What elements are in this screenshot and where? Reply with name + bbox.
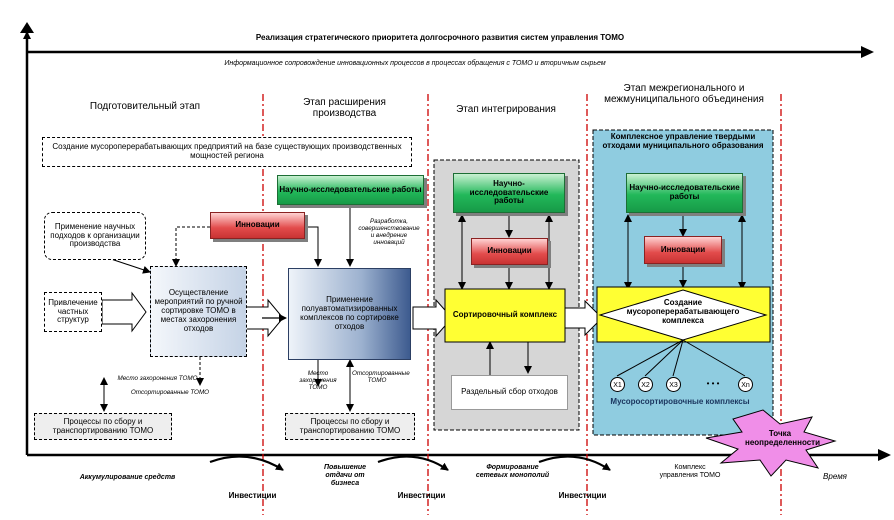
stage-title-prep: Подготовительный этап bbox=[89, 101, 201, 112]
innovations-box-integration: Инновации bbox=[471, 238, 548, 265]
node-x3: X3 bbox=[666, 377, 681, 392]
complex-title: Комплексное управление твердыми отходами… bbox=[602, 132, 764, 150]
manual-sorting-box: Осуществление мероприятий по ручной сорт… bbox=[150, 266, 247, 357]
place-label-left: Место захоронения ТОМО bbox=[117, 375, 198, 382]
stage-title-inter: Этап межрегионального и межмуниципальног… bbox=[604, 83, 764, 106]
collection-box-left: Процессы по сбору и транспортированию ТО… bbox=[34, 413, 172, 440]
sorting-complex-box bbox=[444, 288, 566, 343]
header-subtitle: Информационное сопровождение инновационн… bbox=[224, 60, 606, 67]
investment-label-1: Инвестиции bbox=[228, 491, 277, 500]
research-box-right: Научно-исследовательские работы bbox=[626, 173, 743, 213]
node-x1: X1 bbox=[610, 377, 625, 392]
header-title: Реализация стратегического приоритета до… bbox=[255, 33, 625, 42]
efficiency-label: Повышение отдачи от бизнеса bbox=[323, 464, 367, 487]
private-structures-box: Привлечение частных структур bbox=[44, 292, 102, 332]
stage-title-integration: Этап интегрирования bbox=[456, 104, 556, 115]
time-label: Время bbox=[823, 472, 847, 481]
uncertainty-point-label: Точка неопределенности bbox=[745, 429, 821, 447]
node-xn: Xn bbox=[738, 377, 753, 392]
development-note: Разработка, совершенствование и внедрени… bbox=[358, 218, 420, 247]
research-box-middle: Научно-исследовательские работы bbox=[277, 175, 424, 205]
creation-label: Создание мусороперерабатывающего комплек… bbox=[626, 298, 740, 325]
complex-label: Комплекс управления ТОМО bbox=[659, 464, 721, 479]
top-box: Создание мусороперерабатывающих предприя… bbox=[42, 137, 412, 167]
sorting-complex-label: Сортировочный комплекс bbox=[452, 310, 558, 320]
place-label-middle: Место захоронения ТОМО bbox=[299, 370, 337, 392]
accumulation-label: Аккумулирование средств bbox=[79, 474, 176, 481]
networks-label: Формирование сетевых монополий bbox=[475, 464, 550, 479]
sorted-label-left: Отсортированные ТОМО bbox=[130, 389, 210, 396]
sorted-label-middle: Отсортированные ТОМО bbox=[352, 370, 410, 385]
scientific-approach-box: Применение научных подходов к организаци… bbox=[44, 212, 146, 260]
research-box-integration: Научно-исследовательские работы bbox=[453, 173, 565, 213]
uncertainty-star bbox=[705, 409, 837, 477]
node-ellipsis: • • • bbox=[706, 379, 720, 388]
node-x2: X2 bbox=[638, 377, 653, 392]
separate-collection-box: Раздельный сбор отходов bbox=[451, 375, 568, 410]
innovations-box-left: Инновации bbox=[210, 212, 305, 239]
collection-box-middle: Процессы по сбору и транспортированию ТО… bbox=[285, 413, 415, 440]
sorting-complexes-label: Мусоросортировочные комплексы bbox=[610, 397, 750, 406]
investment-label-2: Инвестиции bbox=[397, 491, 446, 500]
stage-title-expansion: Этап расширения производства bbox=[303, 97, 386, 120]
semi-automated-box: Применение полуавтоматизированных компле… bbox=[288, 268, 411, 360]
investment-label-3: Инвестиции bbox=[558, 491, 607, 500]
innovations-box-right: Инновации bbox=[644, 236, 722, 264]
